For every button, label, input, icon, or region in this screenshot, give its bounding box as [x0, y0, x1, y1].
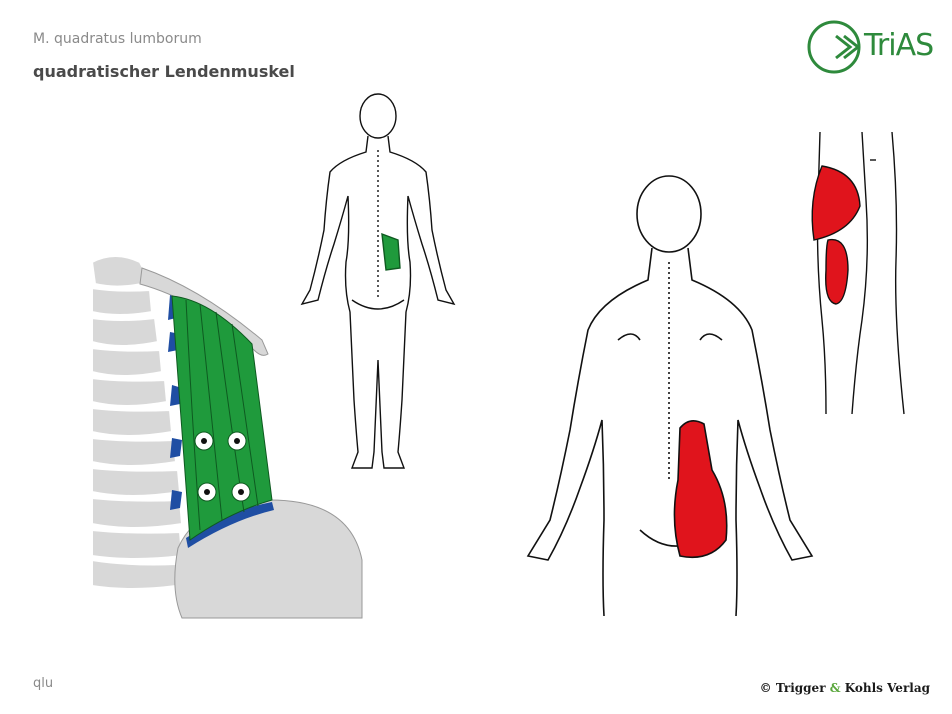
- copyright-notice: © Trigger & Kohls Verlag: [760, 681, 930, 695]
- latin-name: M. quadratus lumborum: [33, 31, 202, 47]
- pain-zone-thigh: [825, 238, 849, 305]
- logo: TriAS: [806, 18, 940, 76]
- trias-chevron-logo-icon: [807, 20, 861, 74]
- logo-wordmark: TriAS: [864, 28, 934, 63]
- muscle-location-marker: [381, 232, 401, 271]
- page-title: quadratischer Lendenmuskel: [33, 62, 295, 81]
- leg-side-pain-zone: [811, 131, 905, 415]
- pain-zone-hip: [811, 165, 861, 241]
- body-back-pain-zone: [526, 175, 814, 617]
- quadratus-lumborum-muscle: [171, 295, 273, 541]
- copyright-ampersand: &: [829, 681, 841, 695]
- spine-vertebrae: [90, 255, 184, 590]
- muscle-code: qlu: [33, 676, 54, 691]
- pain-zone-primary: [673, 420, 728, 559]
- anatomy-detail-muscle: [90, 255, 363, 619]
- copyright-suffix: Kohls Verlag: [840, 681, 930, 695]
- body-back-location: [300, 93, 456, 469]
- copyright-prefix: © Trigger: [759, 681, 830, 695]
- trigger-points: [194, 431, 251, 502]
